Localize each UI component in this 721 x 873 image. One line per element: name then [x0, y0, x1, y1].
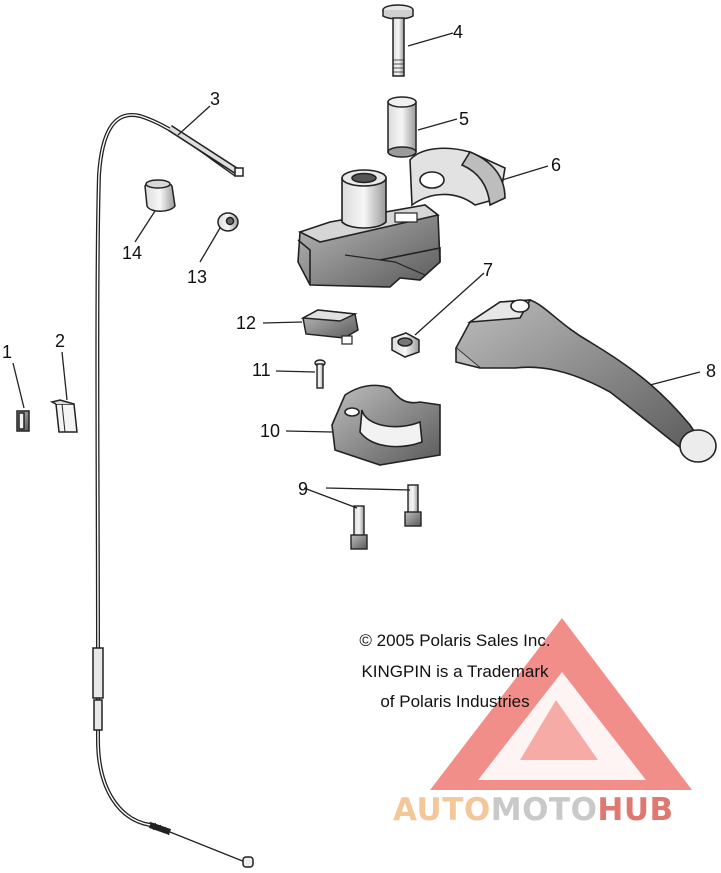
callout-11: 11 — [252, 360, 271, 380]
callout-1: 1 — [2, 342, 13, 362]
part-10-clamp — [331, 384, 441, 466]
watermark-hub: HUB — [597, 792, 674, 828]
part-3-cable — [92, 112, 254, 868]
callout-9: 9 — [298, 479, 309, 499]
part-13-nut — [217, 212, 239, 232]
copyright-line-1: © 2005 Polaris Sales Inc. — [359, 631, 551, 650]
callout-7: 7 — [483, 260, 494, 280]
callout-10: 10 — [260, 421, 281, 441]
callout-14: 14 — [122, 243, 143, 263]
callout-2: 2 — [55, 331, 66, 351]
part-1-clip — [16, 410, 30, 432]
watermark-logo — [430, 618, 692, 790]
part-7-nut — [391, 332, 420, 358]
watermark-auto: AUTO — [393, 792, 491, 828]
copyright-line-3: of Polaris Industries — [380, 692, 530, 711]
part-11-pin — [314, 359, 326, 389]
watermark-wordmark: AUTOMOTOHUB — [393, 792, 674, 828]
callout-3: 3 — [210, 89, 221, 109]
copyright-line-2: KINGPIN is a Trademark — [361, 662, 549, 681]
part-8-lever — [454, 299, 717, 463]
part-6-bracket — [297, 147, 506, 288]
part-5-bushing — [387, 96, 417, 158]
part-4-bolt — [382, 4, 414, 77]
callout-5: 5 — [459, 109, 470, 129]
leader-lines — [12, 32, 701, 509]
callout-12: 12 — [236, 313, 257, 333]
part-2-sleeve — [49, 399, 78, 433]
callout-4: 4 — [453, 22, 464, 42]
watermark-moto: MOTO — [490, 792, 598, 828]
callout-8: 8 — [706, 361, 717, 381]
part-12-switch — [300, 309, 359, 345]
part-14-ferrule — [144, 179, 176, 212]
callout-6: 6 — [551, 155, 562, 175]
callout-13: 13 — [187, 267, 208, 287]
part-9-screws — [350, 484, 422, 550]
